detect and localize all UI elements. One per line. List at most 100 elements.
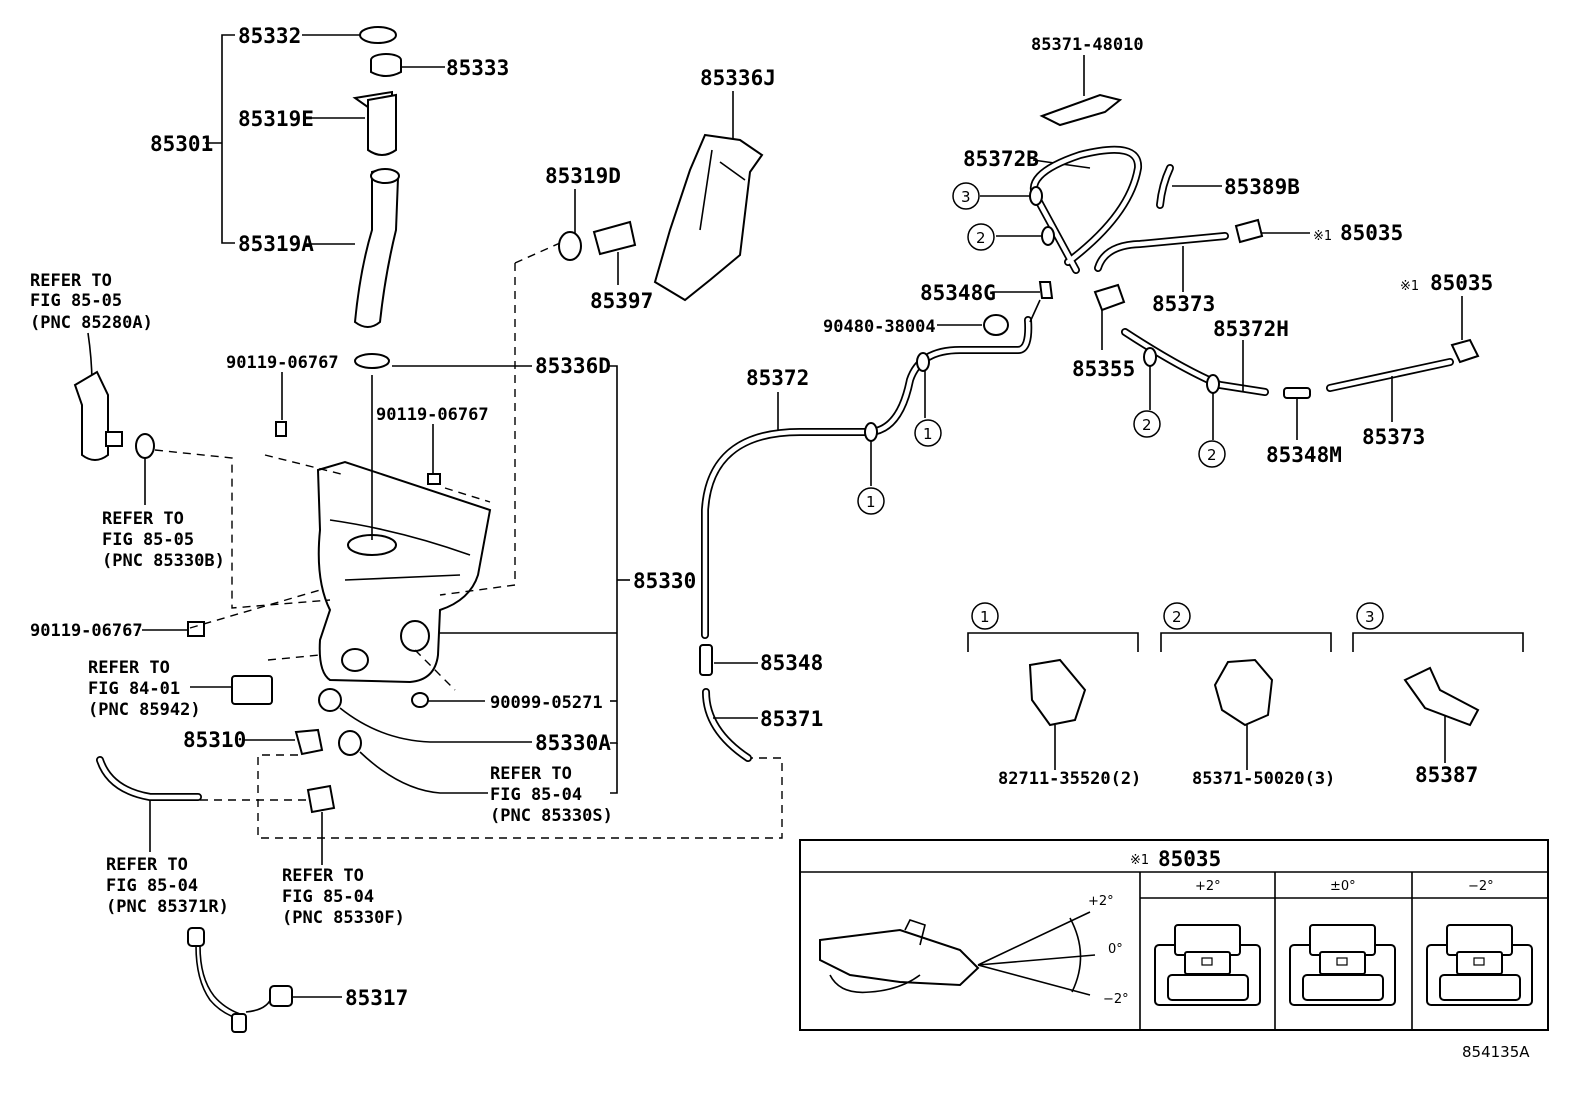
- filler-neck-group: 85301 85332 85333 85319E 85319A: [150, 24, 509, 328]
- label-85371-50020[interactable]: 85371-50020(3): [1192, 769, 1335, 789]
- label-85319E[interactable]: 85319E: [238, 107, 314, 131]
- callout-1-b: [914, 419, 942, 447]
- nozzle-side-view: [819, 928, 980, 987]
- nozzle-angle-detail: ※1 85035 +2° ±0° −2° +2° 0° −2°: [799, 839, 1549, 1031]
- label-90119-a[interactable]: 90119-06767: [226, 353, 339, 373]
- main-hose-group: 85372 85348 85371: [699, 316, 1033, 762]
- grommet-90480: [983, 314, 1009, 336]
- bolt-90119-b: [427, 473, 441, 485]
- ref3-line3[interactable]: (PNC 85942): [88, 700, 201, 720]
- ref6-line2[interactable]: FIG 85-04: [282, 887, 374, 907]
- callout-2-a-text: 2: [976, 229, 986, 247]
- ref5-line2[interactable]: FIG 85-04: [106, 876, 198, 896]
- label-85373-a[interactable]: 85373: [1152, 292, 1215, 316]
- ref2-line3[interactable]: (PNC 85330B): [102, 551, 225, 571]
- legend-3-text: 3: [1365, 608, 1375, 626]
- hose-85371: [702, 688, 752, 762]
- ref1-line2[interactable]: FIG 85-05: [30, 291, 122, 311]
- nozzle-85035-b: [1450, 338, 1480, 364]
- callout-2-a: [967, 223, 995, 251]
- ref6-line1[interactable]: REFER TO: [282, 866, 364, 886]
- label-85319D[interactable]: 85319D: [545, 164, 621, 188]
- upper-hose-group: 85371-48010 85372B 85389B 85373 ※1 85035…: [823, 35, 1493, 467]
- refer-block-1: REFER TO FIG 85-05 (PNC 85280A) REFER TO…: [30, 271, 225, 571]
- clip-85387: [1403, 666, 1480, 727]
- label-85372[interactable]: 85372: [746, 366, 809, 390]
- grommet-85336D: [354, 353, 390, 369]
- label-85372H[interactable]: 85372H: [1213, 317, 1289, 341]
- label-85310[interactable]: 85310: [183, 728, 246, 752]
- joint-85348: [699, 644, 713, 676]
- label-85348M[interactable]: 85348M: [1266, 443, 1342, 467]
- joint-85348G: [1038, 281, 1054, 299]
- bolt-90119-a: [275, 421, 287, 437]
- ref3-line2[interactable]: FIG 84-01: [88, 679, 180, 699]
- adjust-view-minus: [1426, 924, 1533, 1006]
- ref1-line3[interactable]: (PNC 85280A): [30, 313, 153, 333]
- label-85389B[interactable]: 85389B: [1224, 175, 1300, 199]
- ref4-line2[interactable]: FIG 85-04: [490, 785, 582, 805]
- label-85330A[interactable]: 85330A: [535, 731, 611, 755]
- label-85317[interactable]: 85317: [345, 986, 408, 1010]
- level-sensor-85942: [231, 675, 273, 705]
- label-85035-a[interactable]: 85035: [1340, 221, 1403, 245]
- label-85333[interactable]: 85333: [446, 56, 509, 80]
- label-85373-b[interactable]: 85373: [1362, 425, 1425, 449]
- detail-title[interactable]: 85035: [1158, 847, 1221, 871]
- label-85301[interactable]: 85301: [150, 132, 213, 156]
- cap-85332: [359, 26, 397, 44]
- callout-2-b: [1133, 410, 1161, 438]
- inlet-85397: [592, 220, 637, 256]
- detail-col-zero: ±0°: [1330, 879, 1356, 894]
- label-85371[interactable]: 85371: [760, 707, 823, 731]
- washer-tank-group: 85336D 85330 90119-06767 90119-06767 901…: [30, 242, 783, 1033]
- label-85336J[interactable]: 85336J: [700, 66, 776, 90]
- callout-1-a-text: 1: [866, 493, 876, 511]
- callout-3-a: [952, 182, 980, 210]
- adjust-view-plus: [1154, 924, 1261, 1006]
- label-85371-48010[interactable]: 85371-48010: [1031, 35, 1144, 55]
- bolt-90119-c: [187, 621, 205, 637]
- ref2-line1[interactable]: REFER TO: [102, 509, 184, 529]
- label-82711[interactable]: 82711-35520(2): [998, 769, 1141, 789]
- ref3-line1[interactable]: REFER TO: [88, 658, 170, 678]
- ref4-line3[interactable]: (PNC 85330S): [490, 806, 613, 826]
- label-90119-b[interactable]: 90119-06767: [376, 405, 489, 425]
- ref2-line2[interactable]: FIG 85-05: [102, 530, 194, 550]
- label-85330[interactable]: 85330: [633, 569, 696, 593]
- label-90480[interactable]: 90480-38004: [823, 317, 936, 337]
- label-85372B[interactable]: 85372B: [963, 147, 1039, 171]
- filler-pipe-85319A: [353, 168, 400, 328]
- ref1-line1[interactable]: REFER TO: [30, 271, 112, 291]
- label-85397[interactable]: 85397: [590, 289, 653, 313]
- ref6-line3[interactable]: (PNC 85330F): [282, 908, 405, 928]
- label-85035-b[interactable]: 85035: [1430, 271, 1493, 295]
- guide-85336J: [653, 133, 764, 302]
- callout-3-a-text: 3: [961, 188, 971, 206]
- detail-title-mark: ※1: [1130, 853, 1149, 868]
- washer-pump-85310: [294, 728, 324, 756]
- label-90119-c[interactable]: 90119-06767: [30, 621, 143, 641]
- label-85319A[interactable]: 85319A: [238, 232, 314, 256]
- grommet-85330S: [338, 730, 362, 756]
- clip-legend: 1 82711-35520(2) 2 85371-50020(3) 3 8538…: [967, 602, 1524, 789]
- label-85332[interactable]: 85332: [238, 24, 301, 48]
- washer-pump-85330F: [306, 784, 336, 814]
- label-85387[interactable]: 85387: [1415, 763, 1478, 787]
- check-valve-85355: [1093, 283, 1126, 312]
- callout-2-b-text: 2: [1142, 416, 1152, 434]
- label-85336D[interactable]: 85336D: [535, 354, 611, 378]
- angle-minus-label: −2°: [1103, 992, 1129, 1007]
- nozzle-85035-a: [1234, 218, 1264, 244]
- inlet-group: 85319D 85397 85336J: [545, 66, 776, 313]
- ref4-line1[interactable]: REFER TO: [490, 764, 572, 784]
- label-90099[interactable]: 90099-05271: [490, 693, 603, 713]
- ref5-line3[interactable]: (PNC 85371R): [106, 897, 229, 917]
- label-85348G[interactable]: 85348G: [920, 281, 996, 305]
- clip-82711: [1028, 658, 1087, 727]
- angle-zero-label: 0°: [1108, 942, 1123, 957]
- ref5-line1[interactable]: REFER TO: [106, 855, 188, 875]
- label-85355[interactable]: 85355: [1072, 357, 1135, 381]
- label-85348[interactable]: 85348: [760, 651, 823, 675]
